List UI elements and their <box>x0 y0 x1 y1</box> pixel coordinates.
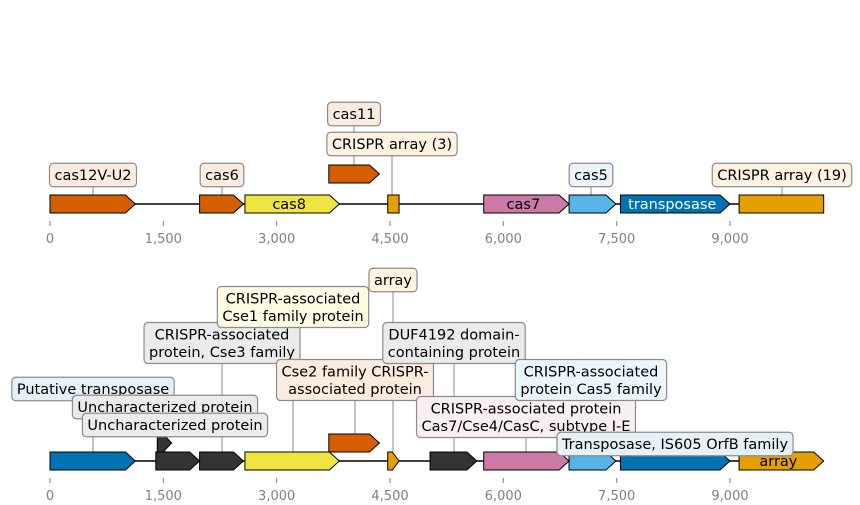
feature-label-box <box>48 162 138 188</box>
feature-label-box <box>326 101 382 127</box>
feature-label: cas12V-U2 <box>54 168 131 184</box>
feature-label: CRISPR array (3) <box>332 137 452 153</box>
axis-tick-label: 1,500 <box>145 489 182 504</box>
axis-tick-label: 6,000 <box>485 489 522 504</box>
bottom-track-axis: 0 1,500 3,000 4,500 6,000 7,500 9,000 <box>46 478 749 504</box>
gene-inline-label: array <box>759 454 797 470</box>
feature-label: Transposase, IS605 OrfB family <box>561 437 789 453</box>
axis-tick-label: 4,500 <box>371 489 408 504</box>
gene-feature <box>483 451 570 471</box>
feature-label: DUF4192 domain-containing protein <box>388 327 520 361</box>
axis-tick-label: 7,500 <box>598 489 635 504</box>
feature-label-box <box>216 285 370 329</box>
gene-feature <box>244 194 341 214</box>
features: array <box>49 433 825 471</box>
axis-tick-label: 3,000 <box>258 489 295 504</box>
feature-label-box <box>711 162 853 188</box>
gene-feature <box>738 451 825 471</box>
top-track: cas8 cas7 transposase cas12V-U2 cas6 cas11CRI… <box>48 101 853 214</box>
feature-label: Uncharacterized protein <box>77 400 252 416</box>
feature-label: CRISPR array (19) <box>717 168 847 184</box>
gene-feature <box>328 164 381 184</box>
feature-label-box <box>514 358 668 402</box>
feature-label: Putative transposase <box>17 382 169 398</box>
axis-tick-label: 0 <box>46 489 54 504</box>
gene-feature <box>568 194 617 214</box>
gene-inline-label: transposase <box>628 197 716 213</box>
top-track-axis: 0 1,500 3,000 4,500 6,000 7,500 9,000 <box>46 221 749 247</box>
feature-label: cas11 <box>333 107 376 123</box>
feature-label-box <box>81 412 269 438</box>
gene-feature <box>199 451 245 471</box>
gene-feature <box>738 194 825 214</box>
feature-label-box <box>368 267 418 293</box>
gene-feature <box>328 433 381 453</box>
feature-label-box <box>199 162 245 188</box>
axis-tick-label: 0 <box>46 232 54 247</box>
gene-feature <box>199 194 245 214</box>
feature-label: cas5 <box>574 168 608 184</box>
feature-label: array <box>374 273 412 289</box>
feature-label: Cse2 family CRISPR-associated protein <box>282 364 429 398</box>
feature-label: cas6 <box>205 168 239 184</box>
gene-inline-label: cas7 <box>507 197 541 213</box>
gene-feature <box>244 451 341 471</box>
feature-label: Uncharacterized protein <box>87 418 262 434</box>
feature-label-box <box>275 358 435 402</box>
gene-feature <box>49 451 137 471</box>
axis-tick-label: 3,000 <box>258 232 295 247</box>
gene-inline-label: cas8 <box>272 197 306 213</box>
axis-tick-label: 1,500 <box>145 232 182 247</box>
axis-tick-label: 7,500 <box>598 232 635 247</box>
axis-tick-label: 9,000 <box>711 232 748 247</box>
axis-tick-label: 6,000 <box>485 232 522 247</box>
gene-feature <box>155 451 201 471</box>
gene-feature <box>387 194 400 214</box>
feature-label-box <box>382 321 526 365</box>
feature-label-box <box>568 162 614 188</box>
gene-feature <box>619 194 731 214</box>
feature-label-box <box>326 131 458 157</box>
feature-label-box <box>556 431 794 457</box>
gene-feature <box>387 451 400 471</box>
gene-feature <box>49 194 137 214</box>
features: cas8 cas7 transposase <box>49 164 825 214</box>
gene-feature <box>483 194 570 214</box>
gene-feature <box>429 451 478 471</box>
axis-tick-label: 9,000 <box>711 489 748 504</box>
axis-tick-label: 4,500 <box>371 232 408 247</box>
